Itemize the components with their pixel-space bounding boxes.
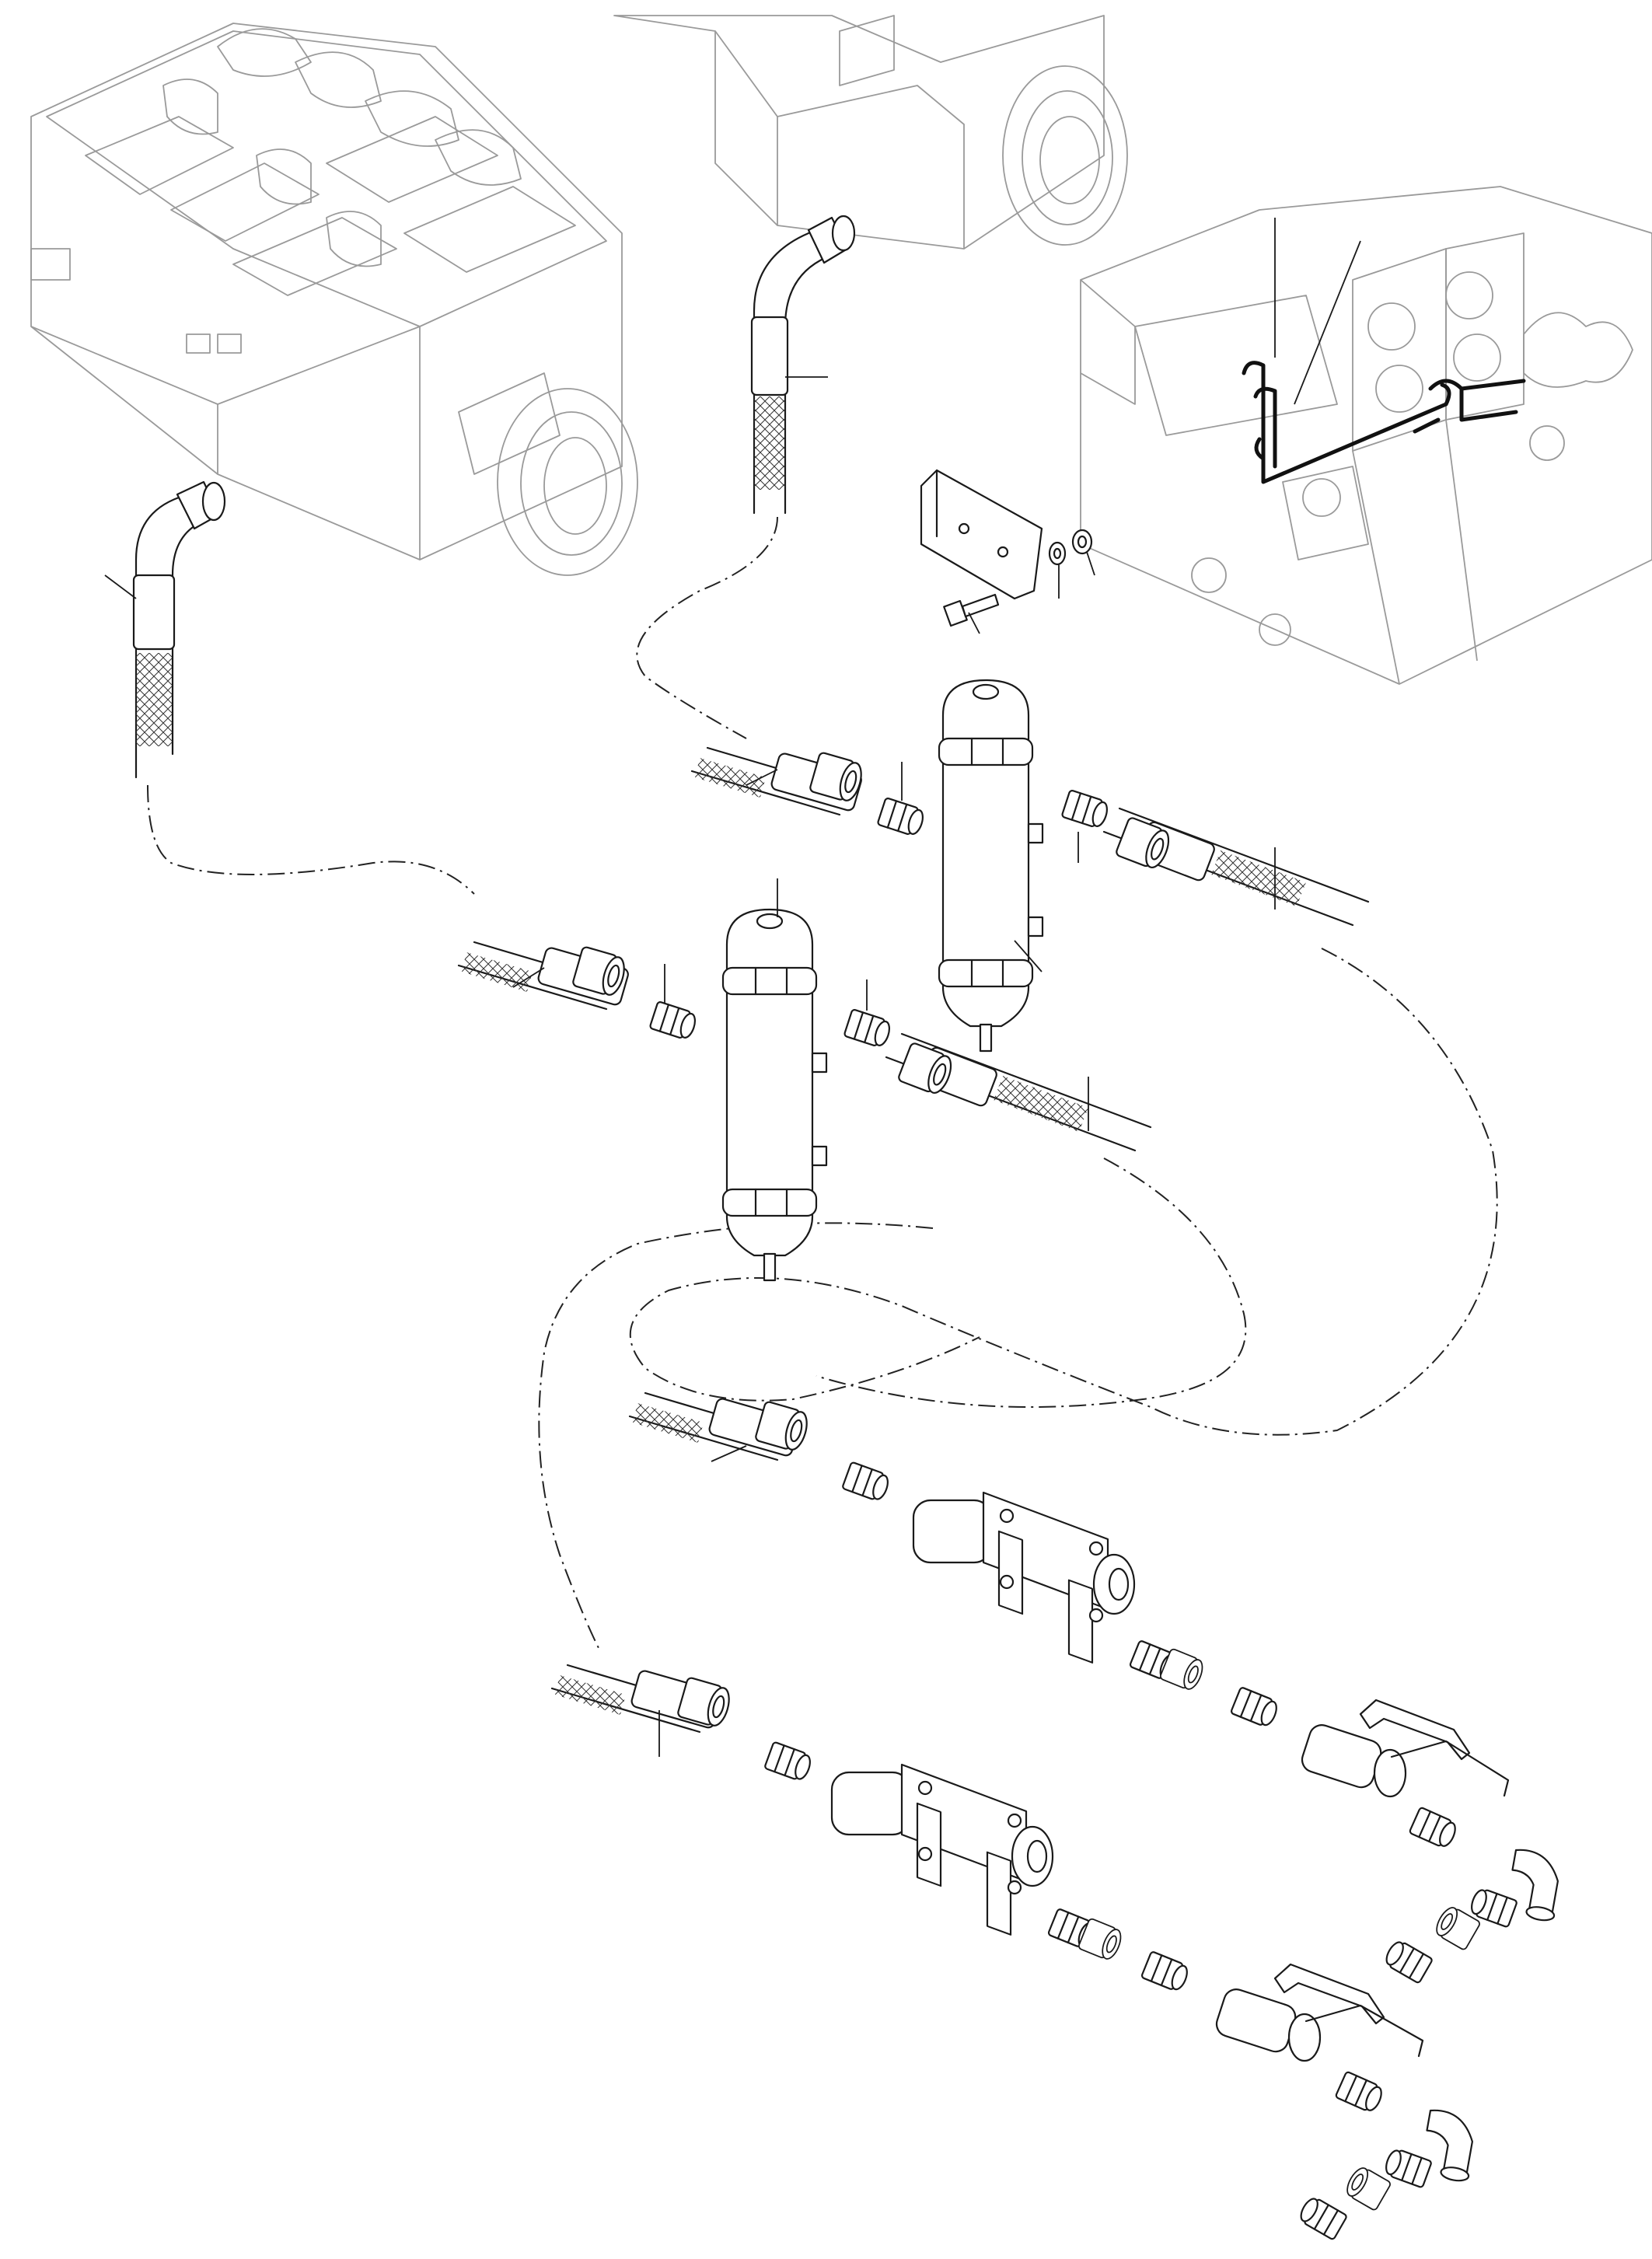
hose-end-valve-line-lower — [550, 1664, 735, 1757]
fitting-valve-line-upper — [841, 1461, 892, 1503]
ball-valve-lower — [1212, 1963, 1424, 2062]
fittings-valve-line-upper-b — [1381, 1806, 1566, 1985]
flow-route-lines — [147, 516, 1498, 1649]
harness-clip-bracket — [1242, 218, 1526, 484]
ball-valve-upper — [1298, 1699, 1510, 1798]
hose-vertical-upper — [750, 215, 856, 515]
fittings-valve-line-lower-a — [1046, 1907, 1192, 1994]
adapter-fitting-upper-in — [876, 762, 927, 839]
engine-block-center — [613, 15, 1128, 250]
hose-vertical-left — [104, 480, 226, 779]
check-valve-lower — [830, 1763, 1054, 1936]
washer — [1048, 541, 1067, 599]
fittings-valve-line-lower-b — [1296, 2070, 1480, 2241]
adapter-fitting-lower-out — [843, 979, 894, 1050]
fitting-valve-line-lower — [763, 1741, 815, 1783]
mounting-bracket — [920, 469, 1043, 600]
hose-outlet-lower — [885, 1032, 1152, 1152]
hose-outlet-upper — [1102, 807, 1370, 927]
adapter-fitting-lower-in — [648, 964, 700, 1042]
machine-frame — [1080, 186, 1652, 685]
hose-inlet-lower — [457, 941, 630, 1011]
filter-lower — [721, 878, 828, 1282]
engine-block — [30, 23, 638, 576]
bolt — [943, 593, 1000, 634]
nut — [1071, 529, 1095, 576]
adapter-fitting-upper-out — [1060, 788, 1112, 863]
hose-inlet-upper — [690, 746, 867, 816]
fittings-valve-line-upper-a — [1128, 1639, 1281, 1730]
filter-upper — [938, 679, 1044, 1053]
check-valve-upper — [912, 1491, 1136, 1664]
hose-end-valve-line-upper — [628, 1391, 812, 1462]
